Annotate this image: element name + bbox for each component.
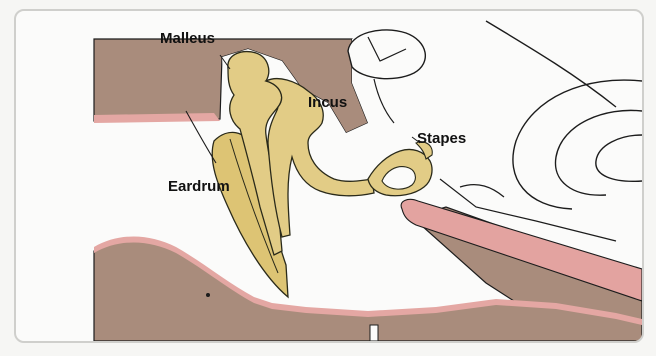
- lower-dot: [206, 293, 210, 297]
- semicircular-canal: [348, 30, 425, 79]
- label-eardrum: Eardrum: [168, 179, 230, 194]
- label-stapes: Stapes: [417, 131, 466, 146]
- cochlea-outer: [486, 21, 616, 107]
- lower-notch: [370, 325, 378, 341]
- vestibule-line: [460, 185, 504, 197]
- label-malleus: Malleus: [160, 31, 215, 46]
- cochlea-coil-3: [596, 135, 642, 181]
- middle-ear-diagram: [16, 11, 642, 341]
- label-incus: Incus: [308, 95, 347, 110]
- diagram-frame: Malleus Incus Stapes Eardrum: [14, 9, 644, 343]
- cochlea-coil-1: [513, 80, 642, 209]
